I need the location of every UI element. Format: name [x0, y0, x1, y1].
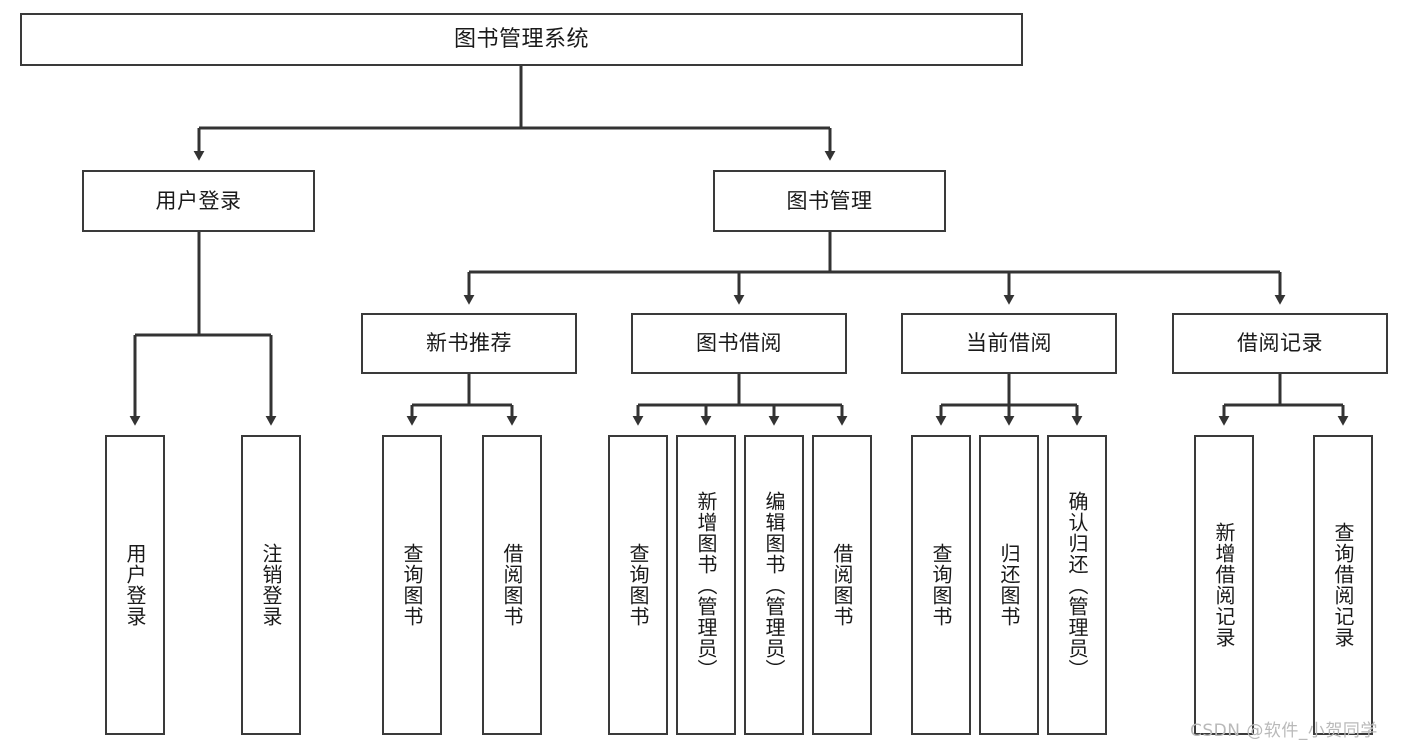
- node-leaf-add-record-label: 新增借阅记录: [1212, 522, 1236, 648]
- node-leaf-query-record-label: 查询借阅记录: [1331, 522, 1355, 648]
- node-leaf-query-book-3[interactable]: 查询图书: [911, 435, 971, 735]
- node-leaf-query-book-3-label: 查询图书: [929, 543, 953, 627]
- node-leaf-user-login[interactable]: 用户登录: [105, 435, 165, 735]
- node-book-management[interactable]: 图书管理: [713, 170, 946, 232]
- node-book-borrow[interactable]: 图书借阅: [631, 313, 847, 374]
- node-leaf-query-record[interactable]: 查询借阅记录: [1313, 435, 1373, 735]
- node-leaf-query-book-2-label: 查询图书: [626, 543, 650, 627]
- node-leaf-return-book-label: 归还图书: [997, 543, 1021, 627]
- node-leaf-edit-book[interactable]: 编辑图书（管理员）: [744, 435, 804, 735]
- node-leaf-user-logout-label: 注销登录: [259, 543, 283, 627]
- node-root[interactable]: 图书管理系统: [20, 13, 1023, 66]
- node-leaf-query-book-1[interactable]: 查询图书: [382, 435, 442, 735]
- node-current-borrow[interactable]: 当前借阅: [901, 313, 1117, 374]
- node-leaf-add-book-label: 新增图书（管理员）: [694, 490, 718, 680]
- node-leaf-confirm-return[interactable]: 确认归还（管理员）: [1047, 435, 1107, 735]
- node-leaf-user-logout[interactable]: 注销登录: [241, 435, 301, 735]
- node-book-borrow-label: 图书借阅: [696, 331, 782, 356]
- node-leaf-add-book[interactable]: 新增图书（管理员）: [676, 435, 736, 735]
- node-leaf-query-book-1-label: 查询图书: [400, 543, 424, 627]
- node-new-book-recommend-label: 新书推荐: [426, 331, 512, 356]
- node-leaf-add-record[interactable]: 新增借阅记录: [1194, 435, 1254, 735]
- node-leaf-user-login-label: 用户登录: [123, 543, 147, 627]
- node-leaf-borrow-book-1[interactable]: 借阅图书: [482, 435, 542, 735]
- node-leaf-borrow-book-2-label: 借阅图书: [830, 543, 854, 627]
- node-leaf-borrow-book-1-label: 借阅图书: [500, 543, 524, 627]
- node-book-management-label: 图书管理: [786, 188, 873, 213]
- node-new-book-recommend[interactable]: 新书推荐: [361, 313, 577, 374]
- csdn-watermark: CSDN @软件_小贺同学: [1190, 721, 1378, 741]
- node-leaf-borrow-book-2[interactable]: 借阅图书: [812, 435, 872, 735]
- node-leaf-edit-book-label: 编辑图书（管理员）: [762, 490, 786, 680]
- node-leaf-return-book[interactable]: 归还图书: [979, 435, 1039, 735]
- node-root-label: 图书管理系统: [453, 26, 589, 52]
- node-user-login[interactable]: 用户登录: [82, 170, 315, 232]
- node-leaf-query-book-2[interactable]: 查询图书: [608, 435, 668, 735]
- node-current-borrow-label: 当前借阅: [966, 331, 1052, 356]
- node-user-login-label: 用户登录: [155, 188, 242, 213]
- node-borrow-record[interactable]: 借阅记录: [1172, 313, 1388, 374]
- node-leaf-confirm-return-label: 确认归还（管理员）: [1065, 490, 1089, 680]
- node-borrow-record-label: 借阅记录: [1237, 331, 1323, 356]
